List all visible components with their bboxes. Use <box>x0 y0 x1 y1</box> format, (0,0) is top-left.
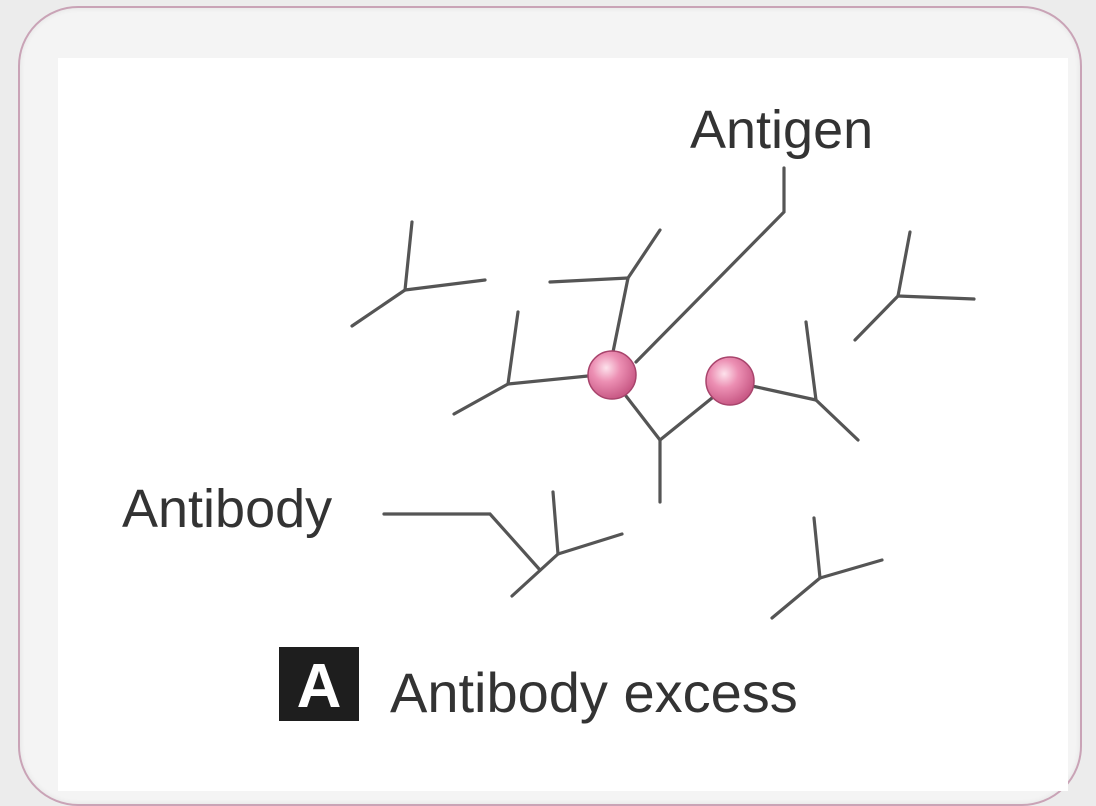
free-antibody <box>350 220 487 328</box>
antigen-sphere-right <box>705 356 755 406</box>
antigen-leader-line <box>634 166 786 364</box>
free-antibody <box>770 516 884 620</box>
panel-letter-box <box>279 647 359 721</box>
antigen-sphere-left <box>587 350 637 400</box>
free-antibody <box>853 230 976 342</box>
panel-letter: A <box>297 652 342 721</box>
free-antibody <box>510 490 624 598</box>
diagram-caption: Antibody excess <box>390 661 798 724</box>
bound-antibody <box>750 320 860 442</box>
antibody-leader-line <box>382 512 542 572</box>
bound-antibody <box>452 310 590 416</box>
antibody-label: Antibody <box>122 479 332 539</box>
antigen-label: Antigen <box>690 100 873 160</box>
bridging-antibody <box>624 394 714 504</box>
bound-antibody <box>548 228 662 354</box>
diagram-canvas <box>58 58 1068 791</box>
